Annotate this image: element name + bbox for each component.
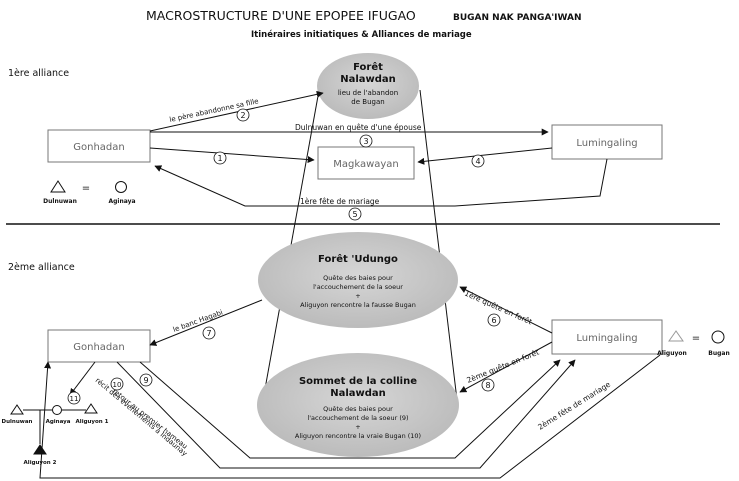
edge-5-num: 5 <box>352 210 357 219</box>
genealogy-tree: Dulnuwan Aginaya Aliguyon 1 Aliguyon 2 <box>2 403 109 466</box>
sommet-d4: Aliguyon rencontre la vraie Bugan (10) <box>295 432 421 440</box>
gonhadan-box-2 <box>47 329 151 363</box>
edge-fete2 <box>39 354 661 479</box>
subtitle: Itinéraires initiatiques & Alliances de … <box>251 29 472 40</box>
aliguyon-triangle-icon <box>668 330 684 342</box>
foret-udungo-node <box>258 232 458 328</box>
lumingaling-label-1: Lumingaling <box>576 138 637 149</box>
magkawayan-box <box>317 146 415 180</box>
edge-11-num: 11 <box>70 395 79 403</box>
edge-4-marker <box>471 154 485 168</box>
gen-aliguyon2: Aliguyon 2 <box>24 460 57 466</box>
gen-dulnuwan-icon <box>10 404 24 415</box>
udungo-d3: + <box>355 292 360 300</box>
foret-title1: Forêt <box>353 61 383 73</box>
bugan-circle-icon <box>711 330 725 344</box>
edge-1-marker <box>213 151 227 165</box>
edge-8 <box>459 341 553 393</box>
legend2-eq: = <box>692 333 700 344</box>
gen-aliguyon2-icon <box>33 444 47 455</box>
edge-2-marker <box>236 108 250 122</box>
section1-label: 1ère alliance <box>8 68 69 79</box>
lumingaling-box-2 <box>551 319 663 355</box>
gonhadan-label-1: Gonhadan <box>73 142 124 153</box>
udungo-d4: Aliguyon rencontre la fausse Bugan <box>300 301 416 309</box>
edge-9-num: 9 <box>143 376 148 385</box>
edge-9 <box>139 359 561 459</box>
edge-7-marker <box>202 326 216 340</box>
gen-aliguyon1-icon <box>84 403 98 414</box>
sommet-d1: Quête des baies pour <box>323 405 393 413</box>
edge-recit-label: récit des événements à Indaunay <box>94 376 189 457</box>
legend2-aliguyon: Aliguyon <box>657 350 687 357</box>
edge-quete2-label: 2ème quête en forêt <box>465 348 540 385</box>
edge-quete-label: Dulnuwan en quête d'une épouse <box>295 123 422 132</box>
male-triangle-icon <box>50 180 66 193</box>
foret-title2: Nalawdan <box>340 74 396 85</box>
sommet-d2: l'accouchement de la soeur (9) <box>307 414 408 422</box>
sommet-t2: Nalawdan <box>330 388 386 399</box>
legend1-aginaya: Aginaya <box>108 198 135 205</box>
foret-nalawdan-node <box>317 53 419 119</box>
foret-desc2: de Bugan <box>351 98 384 106</box>
edge-banc-label: le banc Hagabi <box>172 308 224 333</box>
legend1-dulnuwan: Dulnuwan <box>43 198 77 205</box>
gonhadan-box-1 <box>47 129 151 163</box>
edge-2-num: 2 <box>240 111 245 120</box>
edge-11 <box>69 361 96 396</box>
edge-4-num: 4 <box>475 157 480 166</box>
gen-aliguyon1: Aliguyon 1 <box>76 419 109 425</box>
lumingaling-label-2: Lumingaling <box>576 333 637 344</box>
edge-3-num: 3 <box>363 137 368 146</box>
edge-10-marker <box>110 377 124 391</box>
legend2-bugan: Bugan <box>708 350 729 357</box>
edge-5 <box>154 158 608 207</box>
edge-2 <box>149 90 324 132</box>
gen-dulnuwan: Dulnuwan <box>2 419 33 425</box>
edge-6-marker <box>487 313 501 327</box>
edge-10 <box>116 359 576 469</box>
edge-9-marker <box>139 373 153 387</box>
title-main: MACROSTRUCTURE D'UNE EPOPEE IFUGAO <box>146 8 416 23</box>
edge-fete1-label: 1ère fête de mariage <box>300 197 380 206</box>
gonhadan-label-2: Gonhadan <box>73 342 124 353</box>
udungo-title: Forêt 'Udungo <box>318 253 398 265</box>
sommet-t1: Sommet de la colline <box>299 376 417 387</box>
edge-8-num: 8 <box>485 381 490 390</box>
edge-7-num: 7 <box>206 329 211 338</box>
magkawayan-label: Magkawayan <box>333 159 399 170</box>
title-tag: BUGAN NAK PANGA'IWAN <box>453 13 582 23</box>
edge-fete2-label: 2ème fête de mariage <box>536 380 612 432</box>
edge-1-num: 1 <box>217 154 222 163</box>
edge-7 <box>149 299 263 346</box>
cylinder-right-edge <box>419 89 458 401</box>
sommet-d3: + <box>355 423 360 431</box>
edge-4 <box>417 147 553 165</box>
gen-aginaya-icon <box>52 405 62 415</box>
foret-desc1: lieu de l'abandon <box>338 89 398 97</box>
legend1-eq: = <box>82 183 90 194</box>
edge-1 <box>149 147 315 164</box>
edge-10-num: 10 <box>113 381 122 389</box>
gen-aginaya: Aginaya <box>46 419 71 425</box>
female-circle-icon <box>115 181 127 193</box>
edge-11-marker <box>67 391 81 405</box>
edge-6-num: 6 <box>491 316 496 325</box>
edge-6 <box>459 286 553 334</box>
edge-3-marker <box>359 134 373 148</box>
edge-8-marker <box>481 378 495 392</box>
sommet-node <box>257 353 459 457</box>
section2-label: 2ème alliance <box>8 262 75 273</box>
udungo-d1: Quête des baies pour <box>323 274 393 282</box>
edge-5-marker <box>348 207 362 221</box>
udungo-d2: l'accouchement de la soeur <box>313 283 403 291</box>
